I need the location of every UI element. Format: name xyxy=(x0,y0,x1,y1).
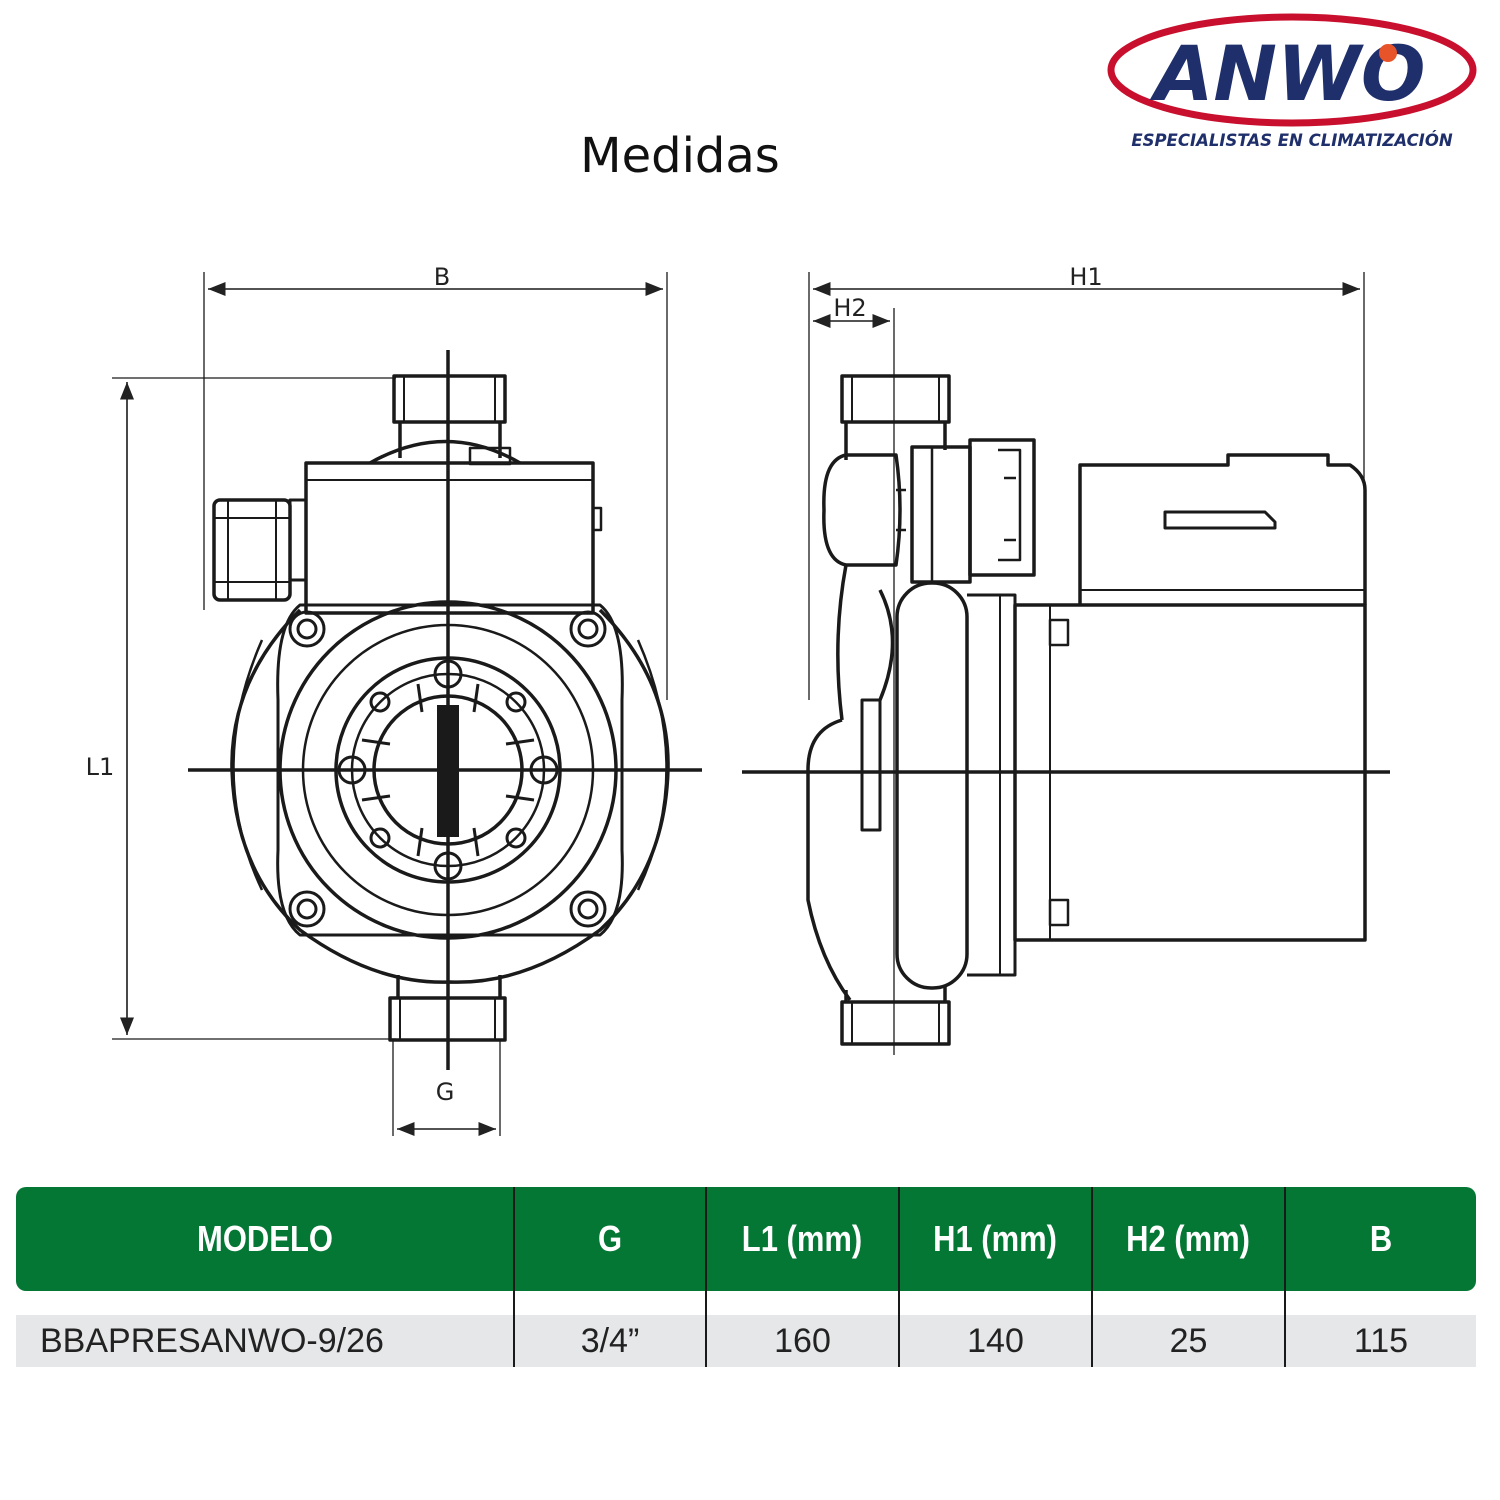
dim-label-b: B xyxy=(434,263,450,291)
col-header-l1: L1 (mm) xyxy=(705,1187,898,1291)
col-header-h2: H2 (mm) xyxy=(1091,1187,1284,1291)
logo-dot xyxy=(1379,44,1397,62)
col-header-h1: H1 (mm) xyxy=(898,1187,1091,1291)
dim-label-h1: H1 xyxy=(1069,263,1102,291)
pump-dimension-drawing: B L1 G H1 H2 xyxy=(86,263,1390,1137)
logo-ellipse xyxy=(1107,13,1477,127)
anwo-logo: ANWO ESPECIALISTAS EN CLIMATIZACIÓN xyxy=(1107,13,1477,150)
cell-g: 3/4” xyxy=(513,1315,705,1367)
cell-l1: 160 xyxy=(705,1315,898,1367)
dim-label-l1: L1 xyxy=(86,753,115,781)
table-row: BBAPRESANWO-9/26 3/4” 160 140 25 115 xyxy=(16,1315,1476,1367)
col-header-b: B xyxy=(1284,1187,1476,1291)
cell-modelo: BBAPRESANWO-9/26 xyxy=(16,1315,513,1367)
side-view xyxy=(742,272,1390,1055)
col-header-g: G xyxy=(513,1187,705,1291)
front-view xyxy=(112,272,702,1137)
dim-label-h2: H2 xyxy=(833,294,866,322)
table-header-row: MODELO G L1 (mm) H1 (mm) H2 (mm) B xyxy=(16,1187,1476,1291)
specifications-table: MODELO G L1 (mm) H1 (mm) H2 (mm) B BBAPR… xyxy=(16,1187,1476,1367)
cell-h2: 25 xyxy=(1091,1315,1284,1367)
cell-b: 115 xyxy=(1284,1315,1476,1367)
col-header-modelo: MODELO xyxy=(16,1187,513,1291)
dim-label-g: G xyxy=(436,1078,455,1106)
logo-wordmark: ANWO xyxy=(1150,29,1426,118)
cell-h1: 140 xyxy=(898,1315,1091,1367)
logo-tagline: ESPECIALISTAS EN CLIMATIZACIÓN xyxy=(1131,131,1453,150)
page-title: Medidas xyxy=(580,128,780,184)
